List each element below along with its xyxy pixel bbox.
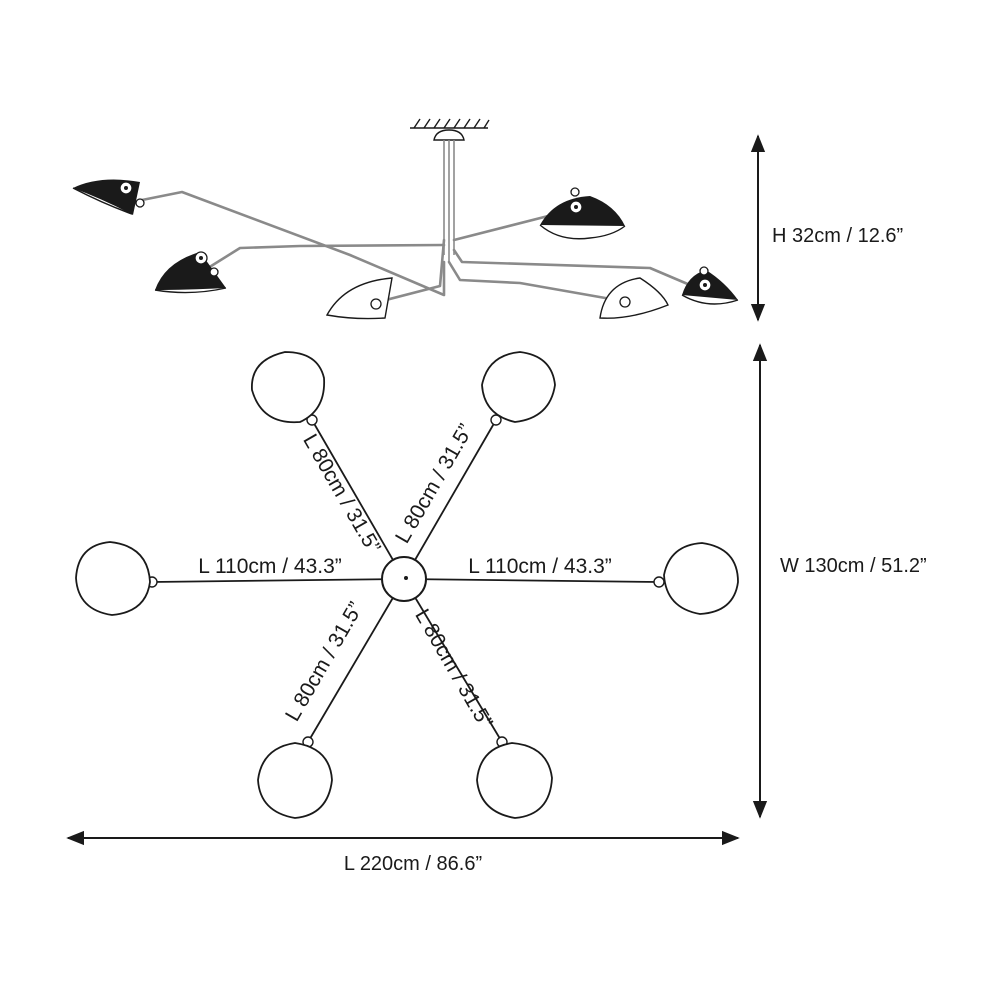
arm-label-lower-right: L 80cm / 31.5” bbox=[410, 605, 497, 732]
shade-bottom-left bbox=[257, 742, 333, 819]
ceiling-mount bbox=[410, 118, 490, 141]
side-arms bbox=[140, 190, 692, 304]
center-hub bbox=[381, 556, 427, 602]
shade-right bbox=[663, 542, 739, 615]
center-hub-dot bbox=[404, 576, 408, 580]
length-label: L 220cm / 86.6” bbox=[344, 853, 482, 875]
shade-top-left bbox=[251, 351, 325, 424]
shade-top-right bbox=[481, 351, 556, 423]
upper-right-shade bbox=[539, 187, 626, 240]
arm-label-left: L 110cm / 43.3” bbox=[198, 555, 342, 578]
shade-left bbox=[75, 541, 151, 616]
shade-bottom-right bbox=[476, 742, 553, 819]
top-arms bbox=[151, 419, 660, 743]
width-label: W 130cm / 51.2” bbox=[780, 555, 927, 577]
lower-left-shade bbox=[325, 277, 393, 320]
top-shades bbox=[75, 351, 739, 819]
right-shade bbox=[681, 266, 739, 305]
middle-left-shade bbox=[154, 251, 227, 294]
center-rods bbox=[443, 140, 455, 262]
upper-left-shade bbox=[72, 179, 145, 215]
arm-label-right: L 110cm / 43.3” bbox=[468, 555, 612, 578]
top-view: L 80cm / 31.5” L 80cm / 31.5” L 110cm / … bbox=[66, 343, 927, 875]
side-view: H 32cm / 12.6” bbox=[72, 118, 903, 322]
arm-label-upper-left: L 80cm / 31.5” bbox=[298, 430, 385, 557]
lower-right-shade bbox=[599, 277, 669, 319]
height-label: H 32cm / 12.6” bbox=[772, 225, 903, 247]
